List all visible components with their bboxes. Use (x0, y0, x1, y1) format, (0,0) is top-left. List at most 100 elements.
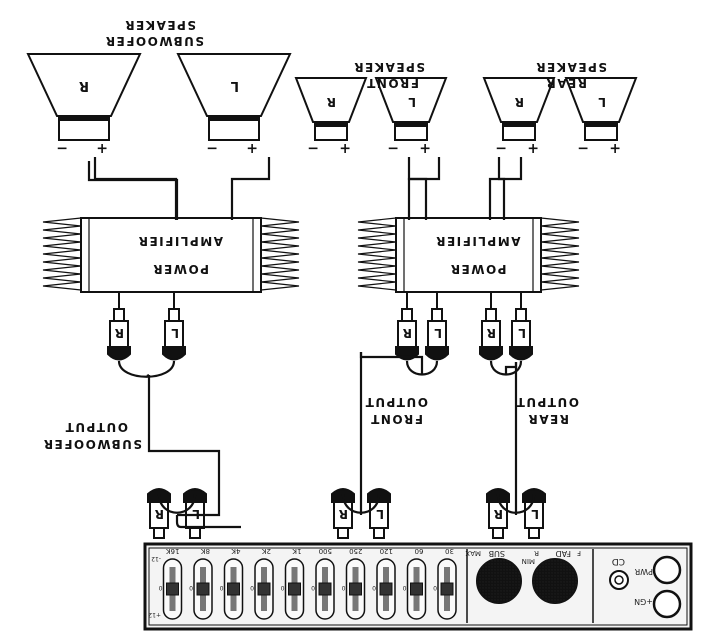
eq-band-label: 8K (201, 547, 210, 555)
channel-label: L (598, 95, 606, 109)
rear-amp-input-r: R (479, 292, 503, 361)
speaker-wires (87, 161, 179, 220)
amp-label-power: POWER (152, 262, 209, 276)
terminal-minus: − (307, 140, 319, 156)
sub-speaker-label-1: SUBWOOFER (104, 34, 204, 48)
terminal-minus: − (206, 140, 218, 156)
terminal-minus: − (577, 140, 589, 156)
rear-speaker-l: L + − (564, 77, 638, 156)
eq-slider-250[interactable] (345, 558, 366, 620)
channel-label: L (518, 326, 526, 340)
amp-label-amplifier: AMPLIFIER (137, 234, 223, 248)
sub-speaker-label-2: SPEAKER (124, 18, 196, 32)
eq-band-label: 16K (166, 547, 180, 555)
channel-label: L (408, 95, 416, 109)
channel-label: R (403, 326, 412, 340)
eq-scale-top: +12 (148, 611, 161, 618)
rear-amp-input-l: L (509, 292, 533, 361)
sub-scale-min: MIN (522, 557, 535, 565)
eq-slider-1K[interactable] (284, 558, 305, 620)
eq-zero-mark: 0 (159, 584, 163, 591)
rear-output-label-1: REAR (527, 412, 569, 426)
eq-band-label: 120 (380, 547, 393, 555)
eq-slider-4K[interactable] (223, 558, 244, 620)
signal-cables (147, 352, 536, 529)
eq-slider-60[interactable] (406, 558, 427, 620)
cd-label: CD (612, 556, 625, 566)
rear-speaker-label-1: REAR (545, 76, 587, 90)
sub-output-label-2: OUTPUT (64, 420, 128, 434)
front-speaker-r: R + − (294, 77, 368, 156)
eq-slider-500[interactable] (315, 558, 335, 620)
terminal-plus: + (339, 140, 351, 156)
terminal-minus: − (495, 140, 507, 156)
cd-button[interactable] (609, 570, 629, 590)
sub-knob-label: SUB (489, 549, 505, 558)
channel-label: R (515, 95, 524, 109)
terminal-plus: + (246, 140, 258, 156)
front-output-label-2: OUTPUT (364, 395, 428, 409)
terminal-plus: + (609, 140, 621, 156)
head-unit: +GN PWR CD FAD R F SUB MIN MAX 300600120… (143, 542, 693, 631)
eq-slider-2K[interactable] (254, 558, 274, 620)
sub-amp-input-l: L (162, 292, 186, 361)
rear-out-jack-r: R (486, 488, 510, 539)
eq-slider-30[interactable] (437, 558, 457, 620)
eq-zero-mark: 0 (372, 584, 376, 591)
subwoofer-speaker-r: R+− (26, 53, 142, 156)
rear-speaker-label-2: SPEAKER (535, 60, 607, 74)
eq-band-label: 1K (292, 547, 301, 555)
eq-band-label: 60 (415, 547, 424, 555)
fad-scale-front: F (577, 549, 581, 557)
terminal-minus: − (56, 140, 68, 156)
eq-zero-mark: 0 (342, 584, 346, 591)
channel-label: R (494, 507, 503, 521)
front-speaker-label-2: SPEAKER (353, 60, 425, 74)
front-speaker-l: L+− (374, 77, 448, 156)
front-output-label-1: FRONT (370, 412, 423, 426)
eq-zero-mark: 0 (220, 584, 224, 591)
fader-knob[interactable] (532, 558, 578, 604)
eq-zero-mark: 0 (250, 584, 254, 591)
terminal-plus: + (527, 140, 539, 156)
eq-zero-mark: 0 (433, 584, 437, 591)
diagram-labels: SUBWOOFER OUTPUT FRONT OUTPUT REAR OUTPU… (42, 18, 607, 451)
subwoofer-knob[interactable] (476, 558, 522, 604)
eq-zero-mark: 0 (311, 584, 315, 591)
eq-scale-bottom: -12 (151, 555, 161, 562)
subwoofer-amplifier: POWER AMPLIFIER (42, 217, 300, 293)
front-amp-input-r: R (395, 292, 419, 361)
rear-output-label-2: OUTPUT (515, 395, 579, 409)
eq-band-label: 30 (445, 547, 454, 555)
eq-slider-8K[interactable] (193, 558, 213, 620)
channel-label: L (376, 507, 384, 521)
gain-button[interactable] (652, 555, 682, 585)
channel-label: L (231, 78, 239, 93)
sub-amp-input-r: R (107, 292, 131, 361)
channel-label: R (115, 326, 124, 340)
channel-label: R (155, 507, 164, 521)
eq-slider-16K[interactable] (162, 558, 183, 620)
rear-speaker-r: R + − (482, 77, 556, 156)
amp-label-power: POWER (449, 262, 506, 276)
channel-label: L (171, 326, 179, 340)
channel-label: R (327, 95, 336, 109)
front-amp-input-l: L (425, 292, 449, 361)
sub-scale-max: MAX (465, 549, 481, 557)
eq-slider-120[interactable] (376, 558, 396, 620)
eq-band-label: 4K (231, 547, 240, 555)
eq-zero-mark: 0 (281, 584, 285, 591)
speaker-wires-visible (93, 157, 523, 220)
eq-zero-mark: 0 (189, 584, 193, 591)
channel-label: L (531, 507, 539, 521)
power-button[interactable] (652, 589, 682, 619)
channel-label: L (434, 326, 442, 340)
channel-label: R (339, 507, 348, 521)
fad-knob-label: FAD (556, 549, 572, 558)
sub-output-label-1: SUBWOOFER (42, 437, 142, 451)
